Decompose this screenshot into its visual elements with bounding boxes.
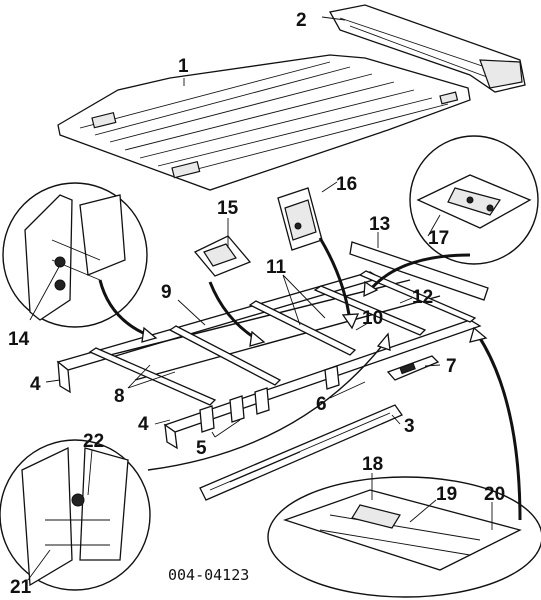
- arrow-oval-to-frame: [476, 334, 522, 521]
- bracket-15: [193, 235, 252, 277]
- arrow-14-to-frame: [98, 279, 151, 338]
- callout-21: 21: [10, 577, 32, 598]
- callout-18: 18: [362, 454, 383, 475]
- arrow-16-to-frame: [318, 237, 352, 323]
- callout-1: 1: [178, 56, 189, 77]
- callout-15: 15: [217, 198, 239, 219]
- callout-16: 16: [336, 174, 357, 195]
- cross-bar-13: [349, 241, 489, 301]
- frame-assembly: [56, 270, 482, 450]
- callout-4a: 4: [30, 374, 41, 395]
- floor-panel: [57, 54, 471, 191]
- callout-13: 13: [369, 214, 390, 235]
- callout-22: 22: [83, 431, 104, 452]
- callout-9: 9: [161, 282, 172, 303]
- leader-lines: [27, 16, 493, 581]
- callout-10: 10: [362, 308, 383, 329]
- callout-11: 11: [266, 257, 287, 278]
- side-sill: [199, 404, 403, 501]
- callout-4b: 4: [138, 414, 149, 435]
- callout-5: 5: [196, 438, 207, 459]
- callout-12: 12: [412, 287, 433, 308]
- rear-crossmember: [328, 4, 526, 93]
- callout-8: 8: [114, 386, 125, 407]
- callout-17: 17: [428, 228, 449, 249]
- callout-6: 6: [316, 394, 327, 415]
- detail-circle-21-22: [0, 439, 151, 591]
- bracket-16: [277, 187, 323, 251]
- arrow-17-to-frame: [368, 253, 471, 291]
- arrows: [98, 237, 522, 521]
- callout-labels: 1 2 3 4 4 5 6 7 8 9 10 11 12 13 14 15 16…: [8, 10, 505, 598]
- bracket-7: [386, 355, 440, 381]
- callout-20: 20: [484, 484, 505, 505]
- callout-2: 2: [296, 10, 307, 31]
- detail-circle-14: [2, 182, 148, 328]
- callout-19: 19: [436, 484, 457, 505]
- callout-7: 7: [446, 356, 457, 377]
- part-number: 004-04123: [168, 566, 249, 584]
- callout-3: 3: [404, 416, 415, 437]
- arrow-21-to-frame: [147, 341, 386, 471]
- detail-oval-18-20: [267, 476, 541, 598]
- detail-circle-17: [409, 135, 539, 265]
- callout-14: 14: [8, 329, 30, 350]
